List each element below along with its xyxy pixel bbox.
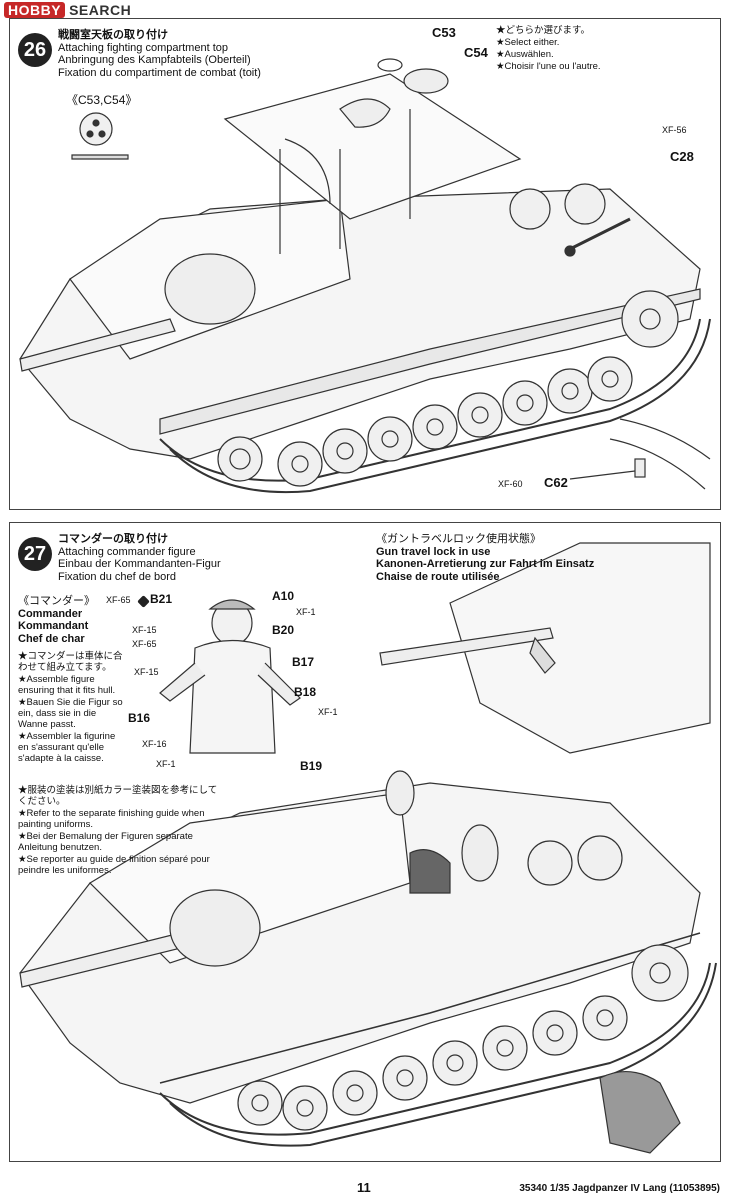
step-number: 27	[18, 537, 52, 571]
color-xf65: XF-65	[132, 639, 157, 649]
commander-heading: 《コマンダー》 Commander Kommandant Chef de cha…	[18, 595, 95, 645]
paint-notes: ★服装の塗装は別紙カラー塗装図を参考にしてください。 ★Refer to the…	[18, 785, 223, 877]
select-note: ★どちらか選びます。 ★Select either. ★Auswählen. ★…	[496, 25, 601, 73]
step-title: 戦闘室天板の取り付け Attaching fighting compartmen…	[58, 29, 261, 79]
gun-lock-line: Chaise de route utilisée	[376, 570, 500, 583]
note-line: ★Assemble figure ensuring that it fits h…	[18, 674, 116, 696]
title-en: Attaching commander figure	[58, 545, 196, 558]
note-line: ★Bei der Bemalung der Figuren separate A…	[18, 831, 193, 853]
note-line: ★Auswählen.	[496, 49, 554, 60]
note-line: ★Select either.	[496, 37, 560, 48]
title-fr: Fixation du chef de bord	[58, 570, 177, 583]
part-a10: A10	[272, 589, 295, 603]
commander-line: Commander	[18, 607, 83, 620]
gun-lock-line: 《ガントラベルロック使用状態》	[376, 533, 541, 545]
product-code: 35340 1/35 Jagdpanzer IV Lang (11053895)	[519, 1183, 720, 1194]
note-line: ★Refer to the separate finishing guide w…	[18, 808, 205, 830]
step-number: 26	[18, 33, 52, 67]
part-c28: C28	[670, 149, 694, 164]
title-jp: コマンダーの取り付け	[58, 533, 168, 545]
watermark-brand: HOBBY	[4, 2, 66, 18]
color-xf1: XF-1	[156, 759, 176, 769]
note-line: ★服装の塗装は別紙カラー塗装図を参考にしてください。	[18, 785, 218, 807]
title-de: Einbau der Kommandanten-Figur	[58, 558, 221, 570]
part-c62: C62	[544, 475, 568, 490]
note-line: ★Se reporter au guide de finition séparé…	[18, 854, 210, 876]
commander-line: 《コマンダー》	[18, 595, 95, 607]
step-27-drawing	[19, 542, 717, 1154]
title-de: Anbringung des Kampfabteils (Oberteil)	[58, 54, 251, 66]
step-title: コマンダーの取り付け Attaching commander figure Ei…	[58, 533, 221, 583]
color-xf15: XF-15	[132, 625, 157, 635]
color-xf1: XF-1	[318, 707, 338, 717]
part-b19: B19	[300, 759, 323, 773]
title-jp: 戦闘室天板の取り付け	[58, 29, 168, 41]
color-xf1: XF-1	[296, 607, 316, 617]
step-26-drawing	[19, 58, 711, 494]
assemble-notes: ★コマンダーは車体に合わせて組み立てます。 ★Assemble figure e…	[18, 651, 126, 765]
note-line: ★Assembler la figurine en s'assurant qu'…	[18, 731, 116, 764]
gun-lock-line: Gun travel lock in use	[376, 545, 491, 558]
note-line: ★Bauen Sie die Figur so ein, dass sie in…	[18, 697, 123, 730]
step-27-panel: 27 コマンダーの取り付け Attaching commander figure…	[9, 522, 721, 1162]
part-b18: B18	[294, 685, 317, 699]
watermark-suffix: SEARCH	[69, 2, 132, 18]
color-xf15: XF-15	[134, 667, 159, 677]
part-c54: C54	[464, 45, 488, 60]
part-b17: B17	[292, 655, 315, 669]
part-b20: B20	[272, 623, 295, 637]
step-26-panel: 26 戦闘室天板の取り付け Attaching fighting compart…	[9, 18, 721, 510]
note-line: ★Choisir l'une ou l'autre.	[496, 61, 601, 72]
commander-line: Kommandant	[18, 620, 89, 632]
page-number: 11	[357, 1180, 371, 1195]
color-xf56: XF-56	[662, 125, 687, 135]
color-xf60: XF-60	[498, 479, 523, 489]
color-xf16: XF-16	[142, 739, 167, 749]
inset-label: 《C53,C54》	[66, 93, 138, 107]
gun-lock-heading: 《ガントラベルロック使用状態》 Gun travel lock in use K…	[376, 533, 594, 583]
note-line: ★どちらか選びます。	[496, 25, 591, 36]
commander-line: Chef de char	[18, 632, 85, 645]
title-en: Attaching fighting compartment top	[58, 41, 228, 54]
note-line: ★コマンダーは車体に合わせて組み立てます。	[18, 651, 123, 673]
gun-lock-line: Kanonen-Arretierung zur Fahrt im Einsatz	[376, 558, 595, 570]
title-fr: Fixation du compartiment de combat (toit…	[58, 66, 261, 79]
part-c53: C53	[432, 25, 456, 40]
color-xf65: XF-65	[106, 595, 131, 605]
part-b21: B21	[150, 592, 173, 606]
part-b16: B16	[128, 711, 151, 725]
